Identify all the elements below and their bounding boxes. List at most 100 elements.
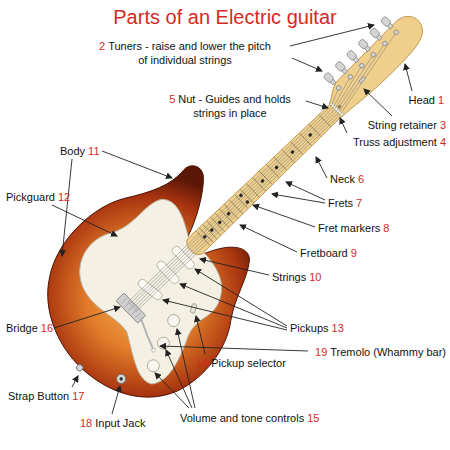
callout-number: 17 — [72, 390, 84, 402]
tuner-post — [347, 74, 354, 81]
fret-marker — [245, 199, 250, 204]
part-label: Strings — [272, 271, 306, 283]
tuner-post — [382, 40, 389, 47]
label-group: Bridge16 — [6, 321, 53, 335]
strap-button — [75, 363, 84, 372]
leader-line — [253, 205, 315, 227]
leader-line — [166, 350, 192, 408]
part-label: Volume and tone controls — [180, 412, 304, 424]
callout-number: 16 — [41, 322, 53, 334]
tremolo-tip — [151, 347, 157, 353]
callout-number: 19 — [315, 346, 327, 358]
label-group: Fret markers8 — [318, 221, 389, 235]
label-group: 14Pickup selector — [196, 356, 286, 370]
part-label: Fretboard — [300, 247, 348, 259]
callout-number: 12 — [58, 191, 70, 203]
part-label: Pickguard — [6, 191, 55, 203]
part-label: Strap Button — [8, 390, 69, 402]
callout-number: 3 — [440, 119, 446, 131]
leader-line — [62, 159, 72, 256]
callout-number: 9 — [351, 247, 357, 259]
part-label: Pickups — [290, 322, 329, 334]
label-group: Head1 — [409, 93, 444, 107]
volume-knob — [165, 312, 182, 329]
leader-line — [200, 259, 269, 275]
tuner-post — [335, 85, 342, 92]
leader-line — [163, 300, 287, 330]
callout-number: 13 — [332, 322, 344, 334]
callout-number: 15 — [307, 412, 319, 424]
leader-line — [72, 376, 78, 387]
callout-number: 11 — [88, 145, 99, 157]
leader-line — [306, 101, 328, 108]
label-group: Truss adjustment4 — [353, 135, 446, 149]
leader-line — [272, 194, 325, 203]
fret-marker — [238, 193, 243, 198]
pickup-selector-switch — [190, 303, 197, 313]
label-group: 5Nut - Guides and holds strings in place — [160, 92, 300, 120]
tuner-post — [370, 51, 377, 58]
leader-line — [112, 386, 120, 414]
leader-line — [290, 25, 374, 46]
callout-number: 6 — [358, 173, 364, 185]
label-group: Fretboard9 — [300, 246, 357, 260]
leader-line — [340, 118, 347, 133]
bridge-saddles — [121, 298, 140, 318]
strings — [122, 32, 410, 311]
tone-knob — [145, 357, 162, 374]
label-group: 18Input Jack — [80, 416, 145, 430]
label-group: Volume and tone controls15 — [180, 411, 319, 425]
fretboard — [183, 103, 343, 258]
tuner-post — [359, 62, 366, 69]
callout-number: 5 — [169, 93, 175, 105]
leader-line — [316, 157, 327, 178]
leader-line — [54, 307, 120, 328]
callout-number: 10 — [309, 271, 321, 283]
leader-line — [102, 151, 172, 178]
input-jack — [115, 372, 128, 385]
part-label: String retainer — [368, 119, 437, 131]
label-group: 19Tremolo (Whammy bar) — [315, 345, 446, 359]
input-jack-hole — [119, 377, 124, 382]
callout-number: 4 — [440, 136, 446, 148]
frets — [196, 113, 332, 245]
part-label: Tuners - raise and lower the pitch of in… — [108, 40, 271, 66]
label-group: Pickguard12 — [6, 190, 70, 204]
fret-markers — [199, 129, 316, 242]
label-group: Body11 — [60, 144, 100, 158]
part-label: Truss adjustment — [353, 136, 437, 148]
label-group: Strings10 — [272, 270, 322, 284]
callout-number: 14 — [196, 357, 208, 369]
part-label: Tremolo (Whammy bar) — [330, 346, 446, 358]
label-group: String retainer3 — [368, 118, 446, 132]
part-label: Fret markers — [318, 222, 380, 234]
tone-knob — [155, 335, 172, 352]
leader-line — [180, 284, 287, 328]
leader-line — [196, 316, 205, 354]
tuner-key — [358, 38, 369, 49]
callout-number: 7 — [356, 197, 362, 209]
part-label: Head — [409, 94, 435, 106]
leader-line — [52, 205, 117, 236]
leader-line — [155, 373, 189, 408]
part-label: Nut - Guides and holds strings in place — [178, 93, 291, 119]
tuner-key — [346, 50, 357, 61]
leader-line — [405, 64, 412, 91]
part-label: Input Jack — [95, 417, 145, 429]
label-group: Strap Button17 — [8, 389, 84, 403]
part-label: Body — [60, 145, 85, 157]
tuner-key — [323, 72, 334, 83]
callout-number: 18 — [80, 417, 92, 429]
diagram-title: Parts of an Electric guitar — [0, 0, 450, 29]
leader-line — [292, 58, 322, 71]
tuner-key — [335, 61, 346, 72]
label-group: Frets7 — [328, 196, 362, 210]
callout-number: 2 — [99, 40, 105, 52]
guitar — [6, 0, 450, 434]
label-group: Neck6 — [330, 172, 364, 186]
tuner-post — [393, 29, 400, 36]
label-group: 2Tuners - raise and lower the pitch of i… — [95, 39, 275, 67]
label-group: Pickups13 — [290, 321, 344, 335]
callout-number: 8 — [383, 222, 389, 234]
